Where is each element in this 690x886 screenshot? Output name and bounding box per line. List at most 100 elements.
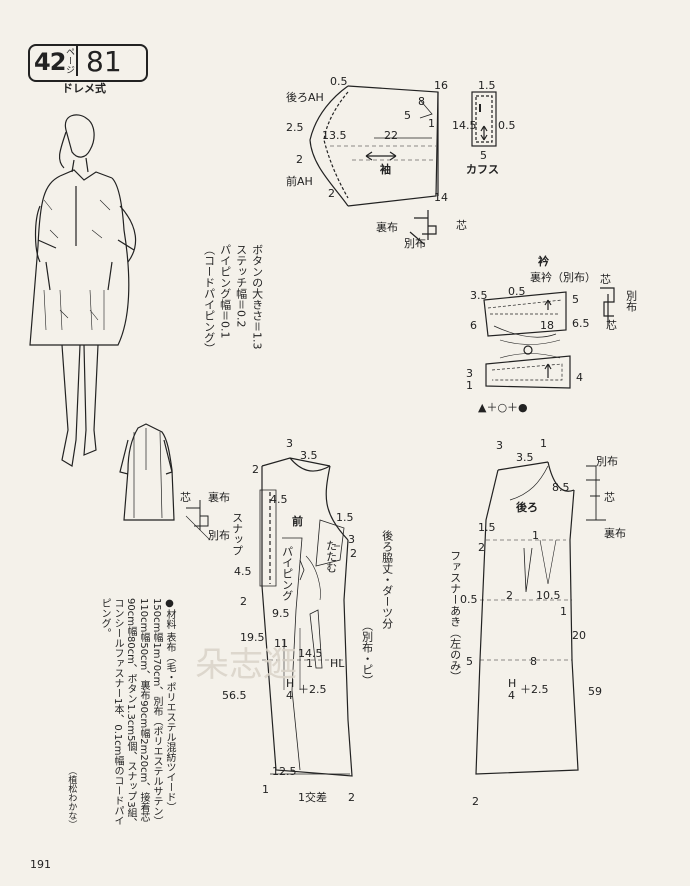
back-side-sep: （別布・ピ） — [360, 620, 374, 686]
back-formula-num: H — [508, 677, 517, 690]
pattern-type: ドレメ式 — [62, 82, 106, 95]
sleeve-dim: 0.5 — [330, 75, 348, 88]
sleeve-dim: 2 — [328, 187, 335, 200]
note-stitch: ステッチ幅＝0.2 — [234, 244, 248, 328]
back-dim: 1 — [532, 529, 539, 542]
back-dim: 2 — [506, 589, 513, 602]
collar-title: 衿 — [538, 255, 549, 268]
collar-marks: ▲＋○＋● — [478, 401, 528, 414]
cuff-dim: 14.5 — [452, 119, 477, 132]
front-formula-den: 4 — [286, 689, 293, 702]
sleeve-dim: 14 — [434, 191, 448, 204]
sleeve-front-ah: 前AH — [286, 175, 313, 188]
collar-dim: 4 — [576, 371, 583, 384]
collar-dim: 0.5 — [508, 285, 526, 298]
back-dim: 1.5 — [478, 521, 496, 534]
materials-credit: （植松わかな） — [66, 766, 77, 829]
front-dim: 19.5 — [240, 631, 265, 644]
front-dim: 4.5 — [234, 565, 252, 578]
note-cord: （コードパイピング） — [202, 244, 216, 354]
collar-detail-core: 芯 — [600, 273, 611, 286]
collar-under: 裏衿（別布） — [530, 271, 596, 284]
front-dim: 4.5 — [270, 493, 288, 506]
front-pattern — [185, 457, 353, 777]
back-detail-outer: 裏布 — [604, 527, 626, 540]
sleeve-detail-outer: 裏布 — [376, 221, 398, 234]
back-dim: 3 — [496, 439, 503, 452]
front-formula-num: H — [286, 677, 295, 690]
collar-dim: 1 — [466, 379, 473, 392]
front-dim: 1 — [262, 783, 269, 796]
sleeve-dim: 2 — [296, 153, 303, 166]
badge-model-number: 81 — [86, 45, 122, 78]
back-dim: 8.5 — [552, 481, 570, 494]
collar-pattern — [483, 287, 615, 389]
back-detail-sep: 別布 — [596, 455, 618, 468]
back-dim: 5 — [466, 655, 473, 668]
front-dim: 2 — [350, 547, 357, 560]
back-pattern — [475, 461, 606, 775]
collar-dim: 5 — [572, 293, 579, 306]
front-snap: スナップ — [230, 512, 244, 556]
collar-dim: 3 — [466, 367, 473, 380]
model-illustration — [29, 114, 137, 467]
cuff-dim: 0.5 — [498, 119, 516, 132]
cuff-title: カフス — [466, 163, 499, 176]
collar-dim: 18 — [540, 319, 554, 332]
front-hl: HL — [330, 657, 345, 670]
front-detail-core: 芯 — [180, 491, 191, 504]
badge-page-number: 42 — [34, 48, 66, 76]
collar-detail-core-2: 芯 — [606, 319, 617, 332]
front-dim: 2 — [252, 463, 259, 476]
front-detail-outer: 裏布 — [208, 491, 230, 504]
back-dim: 3.5 — [516, 451, 534, 464]
sleeve-dim: 5 — [404, 109, 411, 122]
cuff-pattern — [471, 91, 497, 147]
back-dim: 1 — [560, 605, 567, 618]
front-dim: 2 — [240, 595, 247, 608]
sleeve-dim: 1 — [428, 117, 435, 130]
back-view-illustration — [119, 423, 175, 521]
sleeve-dim: 8 — [418, 95, 425, 108]
front-dim: 1.5 — [336, 511, 354, 524]
note-piping: パイピング幅＝0.1 — [218, 244, 232, 339]
front-dim: 3 — [286, 437, 293, 450]
front-detail-sep: 別布 — [208, 529, 230, 542]
front-dim: 1 — [306, 657, 313, 670]
front-dim: 56.5 — [222, 689, 247, 702]
sleeve-dim: 22 — [384, 129, 398, 142]
front-tuck: たたむ — [324, 540, 338, 573]
sleeve-detail-sep: 別布 — [404, 237, 426, 250]
back-dim: 2 — [472, 795, 479, 808]
badge-divider — [76, 46, 78, 76]
collar-detail-sep: 別布 — [624, 290, 638, 312]
cuff-dim: 5 — [480, 149, 487, 162]
page-number: 191 — [30, 858, 51, 871]
sleeve-dim: 13.5 — [322, 129, 347, 142]
back-dim: 0.5 — [460, 593, 478, 606]
back-formula-den: 4 — [508, 689, 515, 702]
front-dim: 9.5 — [272, 607, 290, 620]
sleeve-back-ah: 後ろAH — [286, 91, 324, 104]
front-dim: 3 — [348, 533, 355, 546]
back-dim: 59 — [588, 685, 602, 698]
back-title: 後ろ — [516, 501, 538, 514]
back-detail-core: 芯 — [604, 491, 615, 504]
front-hem: 1交差 — [298, 791, 327, 804]
back-dim: 1 — [540, 437, 547, 450]
badge-page-label: ページ — [64, 47, 74, 74]
front-dim: 14.5 — [298, 647, 323, 660]
back-side-note: 後ろ脇丈・ダーツ分 — [380, 530, 394, 629]
back-dim: 10.5 — [536, 589, 561, 602]
sleeve-title: 袖 — [380, 163, 391, 176]
collar-dim: 6 — [470, 319, 477, 332]
sleeve-dim: 2.5 — [286, 121, 304, 134]
front-dim: 11 — [274, 637, 288, 650]
back-fastener: ファスナーあき（左のみ） — [448, 550, 462, 682]
pattern-badge — [28, 44, 148, 82]
watermark: 朵志逛 — [195, 645, 297, 685]
collar-dim: 6.5 — [572, 317, 590, 330]
materials-text: ●材料 表布（毛・ポリエステル混紡ツイード）150cm幅1m70cm、別布（ポリ… — [99, 598, 175, 828]
sleeve-dim: 16 — [434, 79, 448, 92]
